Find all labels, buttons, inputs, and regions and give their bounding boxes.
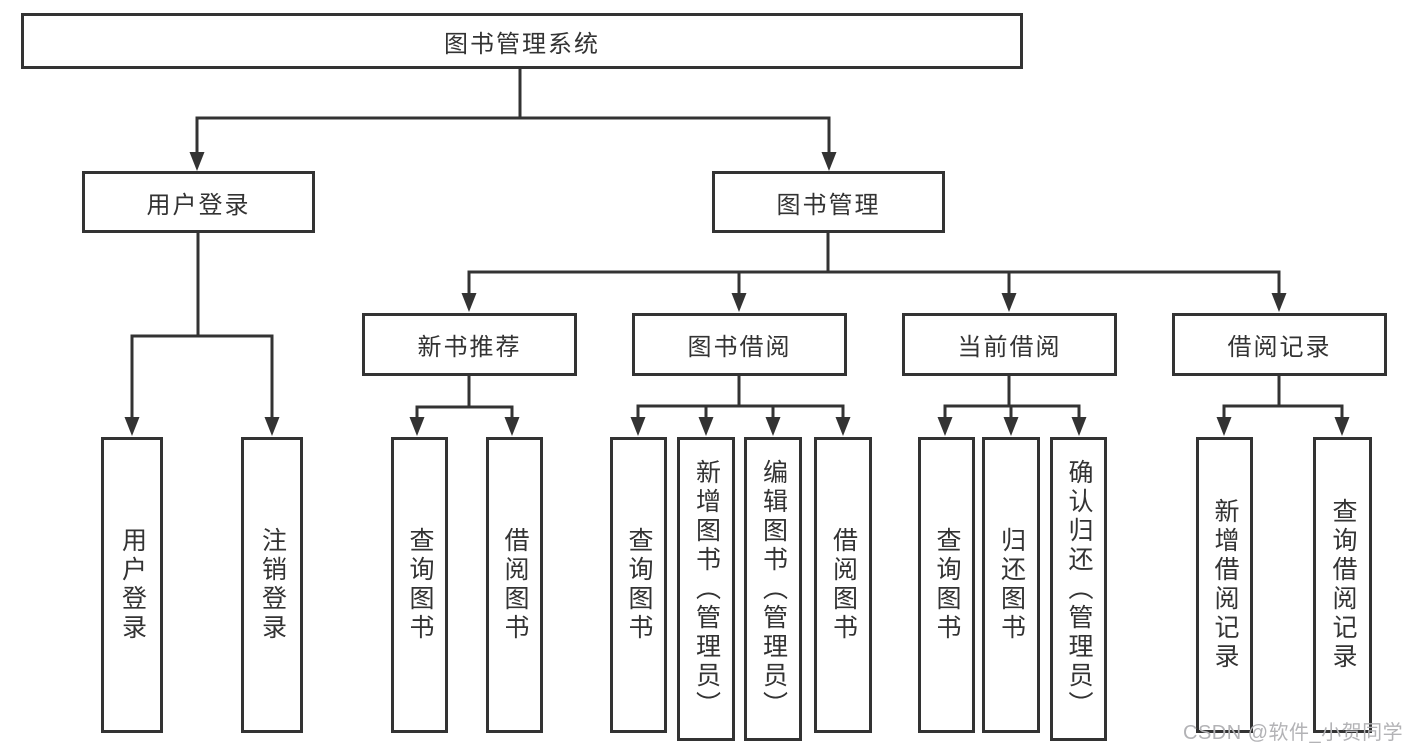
node-current-borrowing: 当前借阅 — [902, 313, 1117, 376]
leaf-user-login-label: 用户登录 — [118, 527, 147, 643]
leaf-query-borrow-record-label: 查询借阅记录 — [1329, 498, 1357, 672]
arrowhead-icon — [504, 417, 520, 436]
arrowhead-icon — [264, 417, 280, 436]
leaf-return-books-label: 归还图书 — [997, 527, 1026, 643]
leaf-query-books-1: 查询图书 — [391, 437, 448, 733]
node-borrowing-records: 借阅记录 — [1172, 313, 1387, 376]
leaf-borrow-books-2: 借阅图书 — [814, 437, 872, 733]
leaf-query-books-3-label: 查询图书 — [933, 527, 961, 643]
node-book-borrowing: 图书借阅 — [632, 313, 847, 376]
arrowhead-icon — [1003, 417, 1019, 436]
leaf-add-borrow-record: 新增借阅记录 — [1196, 437, 1253, 733]
arrowhead-icon — [731, 293, 747, 312]
leaf-borrow-books-2-label: 借阅图书 — [829, 527, 858, 643]
arrowhead-icon — [821, 152, 837, 171]
arrowhead-icon — [1216, 417, 1232, 436]
node-user-login-label: 用户登录 — [146, 191, 251, 219]
arrowhead-icon — [1271, 293, 1287, 312]
leaf-edit-books-admin: 编辑图书（管理员） — [744, 437, 802, 741]
node-new-book-recommend-label: 新书推荐 — [417, 334, 522, 361]
arrowhead-icon — [835, 417, 851, 436]
arrowhead-icon — [1071, 417, 1087, 436]
node-book-borrowing-label: 图书借阅 — [687, 334, 792, 361]
leaf-query-borrow-record: 查询借阅记录 — [1313, 437, 1372, 733]
leaf-query-books-2: 查询图书 — [610, 437, 667, 733]
leaf-add-books-admin: 新增图书（管理员） — [677, 437, 735, 741]
leaf-confirm-return-admin: 确认归还（管理员） — [1050, 437, 1107, 741]
leaf-query-books-1-label: 查询图书 — [406, 527, 434, 643]
arrowhead-icon — [1001, 293, 1017, 312]
node-new-book-recommend: 新书推荐 — [362, 313, 577, 376]
leaf-logout-label: 注销登录 — [258, 527, 287, 643]
leaf-user-login: 用户登录 — [101, 437, 163, 733]
node-root-system-label: 图书管理系统 — [444, 30, 600, 58]
arrowhead-icon — [765, 417, 781, 436]
node-root-system: 图书管理系统 — [21, 13, 1023, 69]
node-current-borrowing-label: 当前借阅 — [957, 334, 1062, 361]
leaf-add-books-admin-label: 新增图书（管理员） — [692, 458, 721, 720]
leaf-query-books-2-label: 查询图书 — [625, 527, 653, 643]
arrowhead-icon — [698, 417, 714, 436]
arrowhead-icon — [409, 417, 425, 436]
csdn-watermark: CSDN @软件_小贺同学 — [1183, 722, 1404, 744]
arrowhead-icon — [1334, 417, 1350, 436]
leaf-edit-books-admin-label: 编辑图书（管理员） — [759, 458, 788, 720]
leaf-query-books-3: 查询图书 — [918, 437, 975, 733]
node-book-management-label: 图书管理 — [776, 191, 881, 219]
arrowhead-icon — [189, 152, 205, 171]
leaf-borrow-books-1: 借阅图书 — [486, 437, 543, 733]
leaf-logout: 注销登录 — [241, 437, 303, 733]
arrowhead-icon — [124, 417, 140, 436]
arrowhead-icon — [630, 417, 646, 436]
arrowhead-icon — [937, 417, 953, 436]
leaf-borrow-books-1-label: 借阅图书 — [501, 527, 529, 643]
node-user-login: 用户登录 — [82, 171, 315, 233]
leaf-confirm-return-admin-label: 确认归还（管理员） — [1065, 458, 1093, 720]
arrowhead-icon — [461, 293, 477, 312]
leaf-add-borrow-record-label: 新增借阅记录 — [1211, 498, 1239, 672]
node-borrowing-records-label: 借阅记录 — [1227, 334, 1332, 361]
leaf-return-books: 归还图书 — [982, 437, 1040, 733]
node-book-management: 图书管理 — [712, 171, 945, 233]
